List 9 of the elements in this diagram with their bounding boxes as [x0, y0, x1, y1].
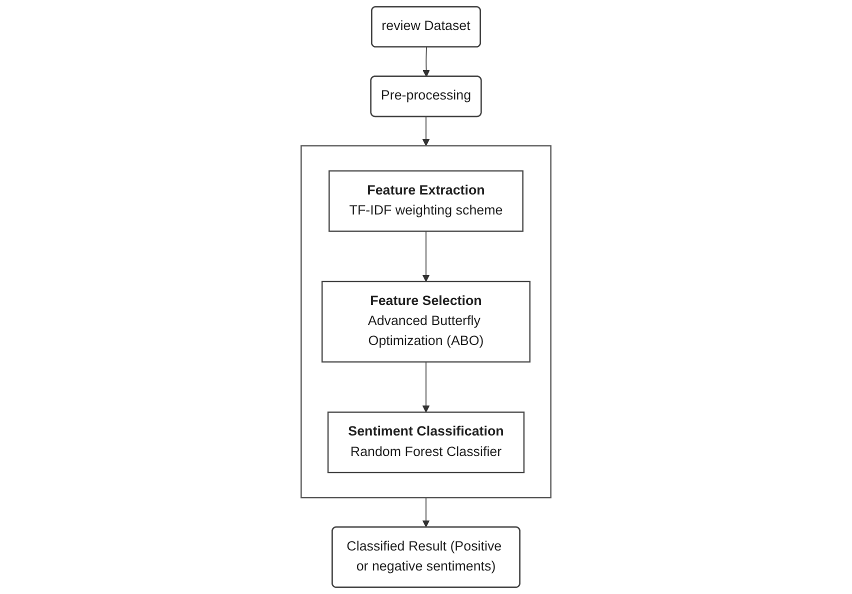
node-box: Feature Extraction TF-IDF weighting scheme: [328, 170, 524, 232]
arrow: [422, 46, 430, 77]
node-box: Sentiment Classification Random Forest Classifier: [327, 412, 525, 474]
arrow: [422, 497, 430, 528]
arrow: [422, 362, 430, 413]
node-box: Feature Selection Advanced Butterfly Optimization (ABO): [321, 280, 531, 363]
arrow: [422, 116, 430, 146]
arrow: [422, 230, 430, 282]
cluster: [300, 145, 552, 498]
